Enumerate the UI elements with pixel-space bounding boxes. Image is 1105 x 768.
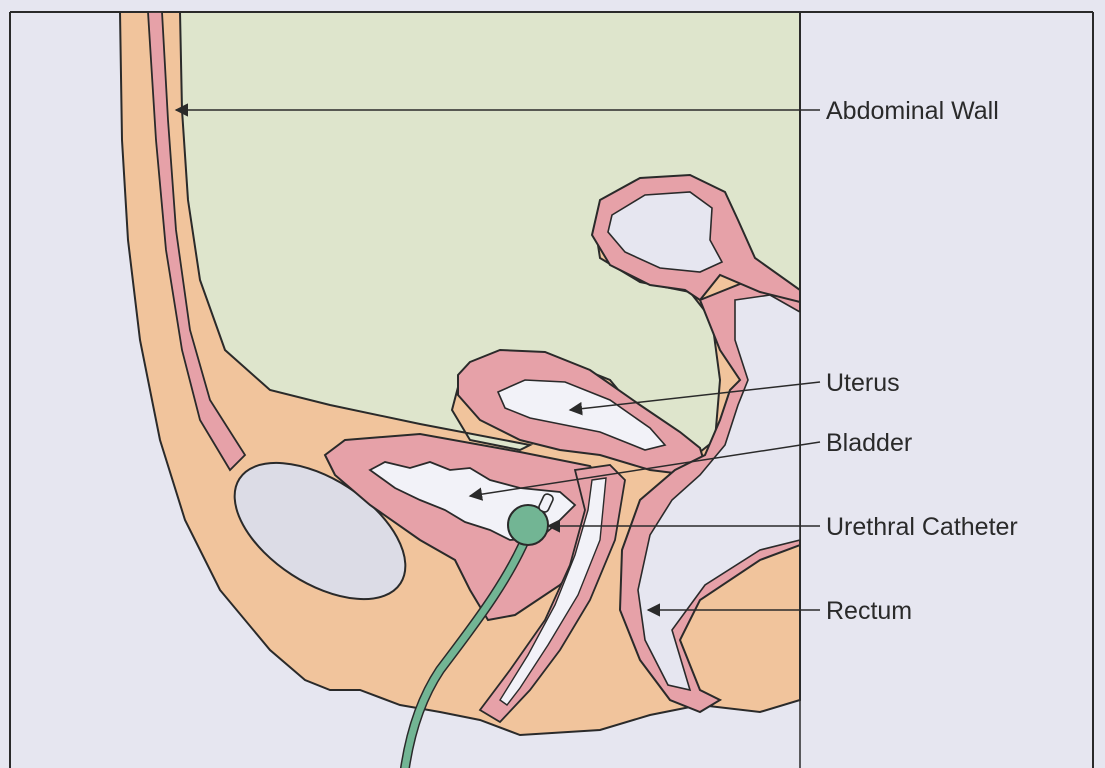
label-abdominal-wall: Abdominal Wall xyxy=(826,97,999,125)
label-bladder: Bladder xyxy=(826,429,912,457)
label-uterus: Uterus xyxy=(826,369,900,397)
label-rectum: Rectum xyxy=(826,597,912,625)
label-urethral-catheter: Urethral Catheter xyxy=(826,513,1018,541)
